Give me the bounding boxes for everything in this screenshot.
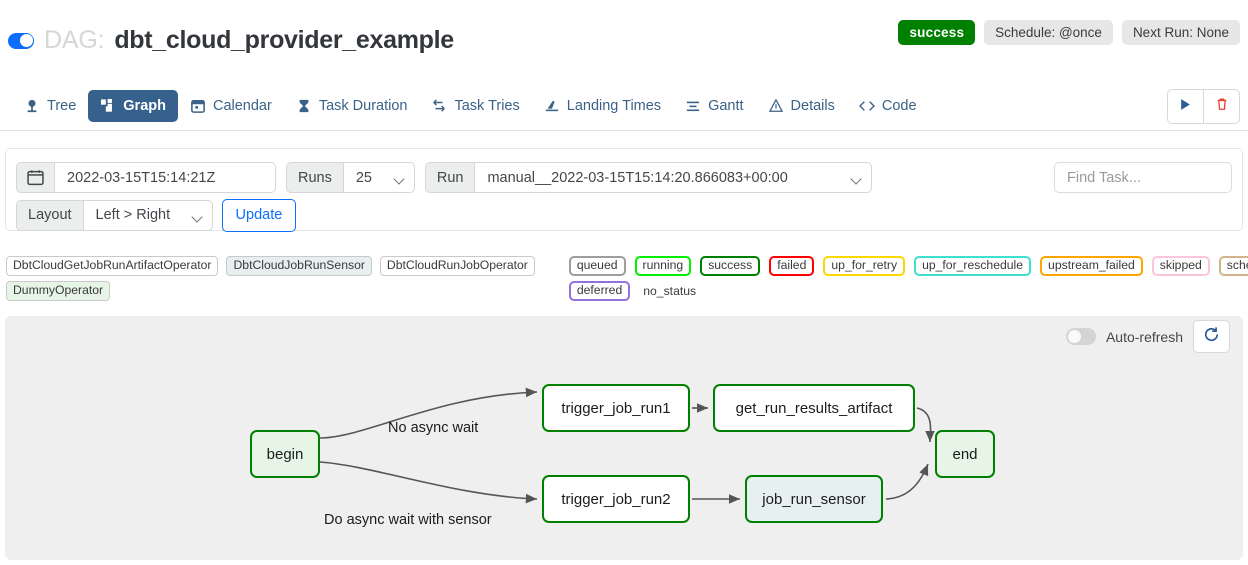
refresh-icon (1203, 326, 1220, 348)
state-badge-up-for-retry: up_for_retry (823, 256, 906, 276)
find-task-input[interactable]: Find Task... (1054, 162, 1232, 193)
graph-node-get-run-results-artifact[interactable]: get_run_results_artifact (713, 384, 915, 432)
tab-task-tries[interactable]: Task Tries (419, 90, 531, 122)
layout-select[interactable]: Left > Right (82, 199, 213, 231)
graph-node-job-run-sensor[interactable]: job_run_sensor (745, 475, 883, 523)
refresh-button[interactable] (1193, 320, 1230, 353)
run-group: Run manual__2022-03-15T15:14:20.866083+0… (424, 162, 873, 193)
dag-title: DAG: dbt_cloud_provider_example (8, 26, 454, 55)
hourglass-icon (296, 98, 312, 114)
tab-label: Details (790, 98, 835, 114)
retry-icon (431, 98, 447, 114)
graph-node-end[interactable]: end (935, 430, 995, 478)
state-badge-running: running (634, 256, 692, 276)
node-label: trigger_job_run1 (561, 399, 671, 417)
operator-legend: DbtCloudGetJobRunArtifactOperator DbtClo… (6, 256, 535, 301)
warning-triangle-icon (768, 98, 784, 114)
tab-label: Graph (123, 98, 166, 114)
tab-label: Code (881, 98, 917, 114)
graph-icon (100, 98, 116, 114)
tab-gantt[interactable]: Gantt (673, 90, 755, 122)
tab-landing-times[interactable]: Landing Times (532, 90, 673, 122)
delete-dag-button[interactable] (1203, 89, 1240, 124)
node-label: end (952, 445, 978, 463)
graph-node-begin[interactable]: begin (250, 430, 320, 478)
auto-refresh-toggle[interactable] (1065, 328, 1096, 345)
runs-label: Runs (286, 162, 343, 193)
execution-date-group: 2022-03-15T15:14:21Z (16, 162, 276, 193)
tab-tree[interactable]: Tree (12, 90, 88, 122)
landing-icon (544, 98, 560, 114)
calendar-icon (190, 98, 206, 114)
state-legend: queued running success failed up_for_ret… (568, 256, 1248, 301)
tab-label: Landing Times (566, 98, 662, 114)
code-icon (858, 98, 875, 114)
operator-chip[interactable]: DummyOperator (6, 281, 111, 301)
tab-label: Calendar (212, 98, 272, 114)
node-label: get_run_results_artifact (735, 399, 893, 417)
dag-prefix-label: DAG: (44, 26, 105, 54)
graph-canvas-panel[interactable]: Auto-refresh (5, 316, 1243, 560)
view-tabbar: Tree Graph Calendar Task Duration (0, 82, 1248, 131)
trash-icon (1215, 97, 1229, 116)
trigger-dag-button[interactable] (1167, 89, 1203, 124)
num-runs-select[interactable]: 25 (342, 162, 415, 193)
dag-status-badges: success Schedule: @once Next Run: None (898, 20, 1240, 45)
tab-label: Tree (47, 98, 77, 114)
runs-group: Runs 25 (286, 162, 415, 193)
operator-chip[interactable]: DbtCloudGetJobRunArtifactOperator (6, 256, 219, 276)
state-badge-queued: queued (568, 256, 626, 276)
dag-paused-toggle[interactable] (8, 32, 34, 49)
layout-group: Layout Left > Right (16, 199, 213, 231)
graph-toolbar: Auto-refresh (1065, 320, 1230, 353)
tab-label: Task Duration (318, 98, 408, 114)
tab-graph[interactable]: Graph (88, 90, 178, 122)
graph-node-trigger-job-run2[interactable]: trigger_job_run2 (542, 475, 690, 523)
state-badge-upstream-failed: upstream_failed (1040, 256, 1143, 276)
update-button[interactable]: Update (221, 198, 297, 232)
tree-icon (24, 98, 40, 114)
state-badge-up-for-reschedule: up_for_reschedule (914, 256, 1032, 276)
graph-edges (319, 387, 935, 504)
state-badge-no-status: no_status (643, 283, 697, 298)
page-title: dbt_cloud_provider_example (114, 26, 454, 54)
schedule-badge[interactable]: Schedule: @once (984, 20, 1113, 45)
state-badge-skipped: skipped (1151, 256, 1210, 276)
dag-action-buttons (1167, 89, 1240, 124)
execution-date-input[interactable]: 2022-03-15T15:14:21Z (54, 162, 276, 193)
play-icon (1179, 98, 1192, 116)
graph-node-trigger-job-run1[interactable]: trigger_job_run1 (542, 384, 690, 432)
tab-label: Task Tries (454, 98, 520, 114)
calendar-picker-button[interactable] (16, 162, 54, 193)
node-label: begin (266, 445, 304, 463)
state-badge-deferred: deferred (568, 281, 631, 301)
tab-code[interactable]: Code (847, 90, 929, 122)
gantt-icon (685, 98, 701, 114)
node-label: job_run_sensor (762, 490, 866, 508)
tab-task-duration[interactable]: Task Duration (284, 90, 420, 122)
auto-refresh-label: Auto-refresh (1105, 328, 1183, 345)
state-badge-failed: failed (769, 256, 815, 276)
edge-label-no-async-wait: No async wait (388, 420, 479, 436)
next-run-badge: Next Run: None (1121, 20, 1240, 45)
state-badge-scheduled: scheduled (1218, 256, 1248, 276)
operator-chip[interactable]: DbtCloudJobRunSensor (226, 256, 372, 276)
run-label: Run (424, 162, 475, 193)
state-badge-success: success (700, 256, 761, 276)
tab-calendar[interactable]: Calendar (178, 90, 284, 122)
tab-details[interactable]: Details (756, 90, 847, 122)
edge-label-do-async-wait-with-sensor: Do async wait with sensor (324, 512, 492, 528)
operator-chip[interactable]: DbtCloudRunJobOperator (379, 256, 535, 276)
tab-label: Gantt (708, 98, 744, 114)
status-badge: success (898, 20, 976, 45)
legend: DbtCloudGetJobRunArtifactOperator DbtClo… (0, 256, 1248, 301)
layout-label: Layout (16, 199, 83, 231)
dag-run-select[interactable]: manual__2022-03-15T15:14:20.866083+00:00 (474, 162, 873, 193)
filter-panel: 2022-03-15T15:14:21Z Runs 25 Run manual_… (5, 148, 1243, 232)
node-label: trigger_job_run2 (561, 490, 671, 508)
page-header: DAG: dbt_cloud_provider_example success … (0, 0, 1248, 66)
